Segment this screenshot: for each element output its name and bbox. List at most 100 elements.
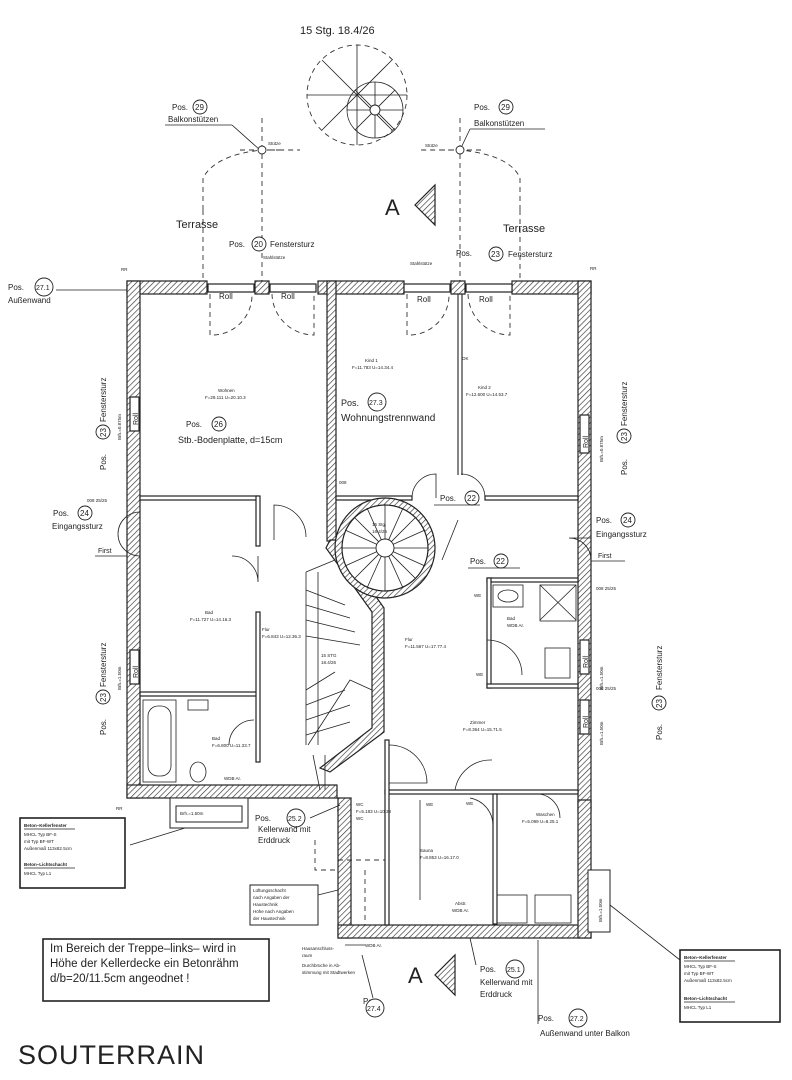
svg-text:Pos.: Pos. [456,249,472,258]
svg-text:Pos.: Pos. [655,724,664,740]
svg-text:Beton–Kellerfenster: Beton–Kellerfenster [24,823,67,828]
svg-text:Stb.-Bodenplatte, d=15cm: Stb.-Bodenplatte, d=15cm [178,435,282,445]
svg-text:F=5.183 U=10.38: F=5.183 U=10.38 [356,809,392,814]
svg-text:24: 24 [623,516,632,525]
svg-text:25.2: 25.2 [288,816,302,823]
balcony-outline: Stütze Stütze [202,118,521,285]
svg-text:Pos.: Pos. [8,283,24,292]
svg-text:15 STG: 15 STG [321,653,337,658]
svg-text:23: 23 [620,432,629,441]
pos-23-right-lower: Brh.=1.50m Brh.=1.50m 23 Fenstersturz Po… [599,646,667,745]
svg-text:22: 22 [467,494,476,503]
svg-text:F=11.783 U=14.34.4: F=11.783 U=14.34.4 [352,365,393,370]
svg-text:22: 22 [496,557,505,566]
room-kind-2: Kind 2 F=12.600 U=14.53.7 [466,385,508,397]
pos-27-3-label: Pos. 27.3 Wohnungstrennwand [341,392,435,424]
room-bad-left: Bad F=11.727 U=14.16.3 [190,555,259,622]
svg-text:Balkonstützen: Balkonstützen [168,115,218,124]
svg-text:26: 26 [214,420,223,429]
svg-text:Flur: Flur [262,627,270,632]
svg-text:Brh.=1.50m: Brh.=1.50m [117,666,122,690]
svg-text:F=8.364 U=15.71.5: F=8.364 U=15.71.5 [463,727,502,732]
stair-top-label: 15 Stg. 18.4/26 [300,25,375,37]
svg-text:24: 24 [80,509,89,518]
legend-left: Beton–Kellerfenster MHCL Typ BF-S mit Ty… [19,817,126,889]
svg-text:WDB Ar.: WDB Ar. [452,908,469,913]
svg-text:23: 23 [99,428,108,437]
svg-text:18.4/26: 18.4/26 [321,660,337,665]
pos-27-4-label: Pos. 27.4 [361,954,385,1018]
svg-text:RR: RR [116,806,123,811]
room-wc: WC F=5.183 U=10.38 WC [356,802,392,821]
svg-text:Sauna: Sauna [420,848,434,853]
svg-text:Stütze: Stütze [268,141,281,146]
svg-text:Stahlstütze: Stahlstütze [410,261,433,266]
svg-text:Pos.: Pos. [470,557,486,566]
svg-text:Außenwand: Außenwand [8,296,51,305]
svg-text:WC: WC [356,816,364,821]
room-flur-left: Flur F=6.843 U=12.36.3 [262,504,307,639]
svg-text:Beton–Kellerfenster: Beton–Kellerfenster [684,955,727,960]
lichtschacht-right: Brh.=1.50m [587,869,681,961]
svg-text:Bad: Bad [507,616,516,621]
svg-text:Brh.=1.50m: Brh.=1.50m [599,666,604,690]
pos-25-2-label: Pos. 25.2 Kellerwand mit Erddruck [255,804,341,845]
svg-text:WE: WE [474,593,481,598]
svg-text:Höhe nach Angaben: Höhe nach Angaben [253,909,294,914]
pos-22-lower: Pos. 22 [468,553,520,569]
svg-text:Brh.=1.50m: Brh.=1.50m [599,721,604,745]
svg-text:Pos.: Pos. [440,494,456,503]
note-line-1: Im Bereich der Treppe–links– wird in [50,943,236,955]
terrasse-right: Terrasse [503,223,545,235]
svg-text:F=11.567 U=17.77.4: F=11.567 U=17.77.4 [405,644,446,649]
svg-text:008 25/25: 008 25/25 [596,586,617,591]
svg-text:Waschen: Waschen [536,812,555,817]
pos-23-left-lower: Pos. 23 Fenstersturz Brh.=1.50m [95,643,122,735]
svg-text:raum: raum [302,953,313,958]
exterior-walls [126,280,592,939]
svg-text:First: First [98,548,112,555]
svg-text:Kellerwand mit: Kellerwand mit [258,825,311,834]
svg-text:Brh.=0.875m: Brh.=0.875m [117,414,122,440]
svg-text:008: 008 [339,480,347,485]
svg-text:Kind 1: Kind 1 [365,358,378,363]
svg-text:Brh.=0.875m: Brh.=0.875m [599,436,604,462]
svg-text:F=6.800 U=11.33.7: F=6.800 U=11.33.7 [212,743,251,748]
svg-text:F=11.727 U=14.16.3: F=11.727 U=14.16.3 [190,617,231,622]
svg-text:Pos.: Pos. [99,454,108,470]
room-wohnen: Wohnen F=29.111 U=20.10.3 Pos. 26 Stb.-B… [178,388,282,445]
svg-text:stimmung mit Stadtwerken: stimmung mit Stadtwerken [302,970,356,975]
terrasse-left: Terrasse [176,219,218,231]
svg-text:WDB Ar.: WDB Ar. [365,943,382,948]
pos-24-right: Pos. 24 Eingangssturz First 008 25/25 00… [591,512,647,691]
pos-23-right-upper: Brh.=0.875m 23 Fenstersturz Pos. [599,382,632,475]
room-waschen: Waschen F=5.099 U=8.25.1 [496,793,572,924]
svg-text:Bad: Bad [212,736,221,741]
svg-text:Roll: Roll [133,665,140,678]
spiral-stair-center: 15 Stg. 18.4/26 008 [334,480,436,599]
pos-25-1-label: Pos. 25.1 Kellerwand mit Erddruck [469,937,533,999]
svg-text:Abstr.: Abstr. [455,901,467,906]
svg-text:Fenstersturz: Fenstersturz [99,378,108,422]
svg-text:F=5.099 U=8.25.1: F=5.099 U=8.25.1 [522,819,559,824]
svg-text:Wohnungstrennwand: Wohnungstrennwand [341,413,435,424]
svg-text:WE: WE [426,802,433,807]
svg-text:Brh.=1.50m: Brh.=1.50m [180,811,204,816]
room-zimmer: Zimmer F=8.364 U=15.71.5 [388,720,502,791]
svg-text:mit Typ BF-WT: mit Typ BF-WT [684,971,714,976]
svg-text:A: A [385,195,400,220]
svg-text:008 25/25: 008 25/25 [596,686,617,691]
note-box: Im Bereich der Treppe–links– wird in Höh… [50,942,274,987]
svg-text:Pos.: Pos. [186,420,202,429]
svg-text:RR: RR [121,267,128,272]
room-kind-1: Kind 1 F=11.783 U=14.34.4 [352,358,393,370]
svg-text:Pos.: Pos. [53,509,69,518]
pos-29-left: Pos. 29 Balkonstützen [165,99,261,151]
svg-text:Haustechnik: Haustechnik [253,902,279,907]
svg-text:WE: WE [466,801,473,806]
svg-text:25.1: 25.1 [507,967,521,974]
svg-text:27.2: 27.2 [570,1016,584,1023]
svg-text:Beton–Lichtschacht: Beton–Lichtschacht [24,862,68,867]
svg-text:Zimmer: Zimmer [470,720,486,725]
